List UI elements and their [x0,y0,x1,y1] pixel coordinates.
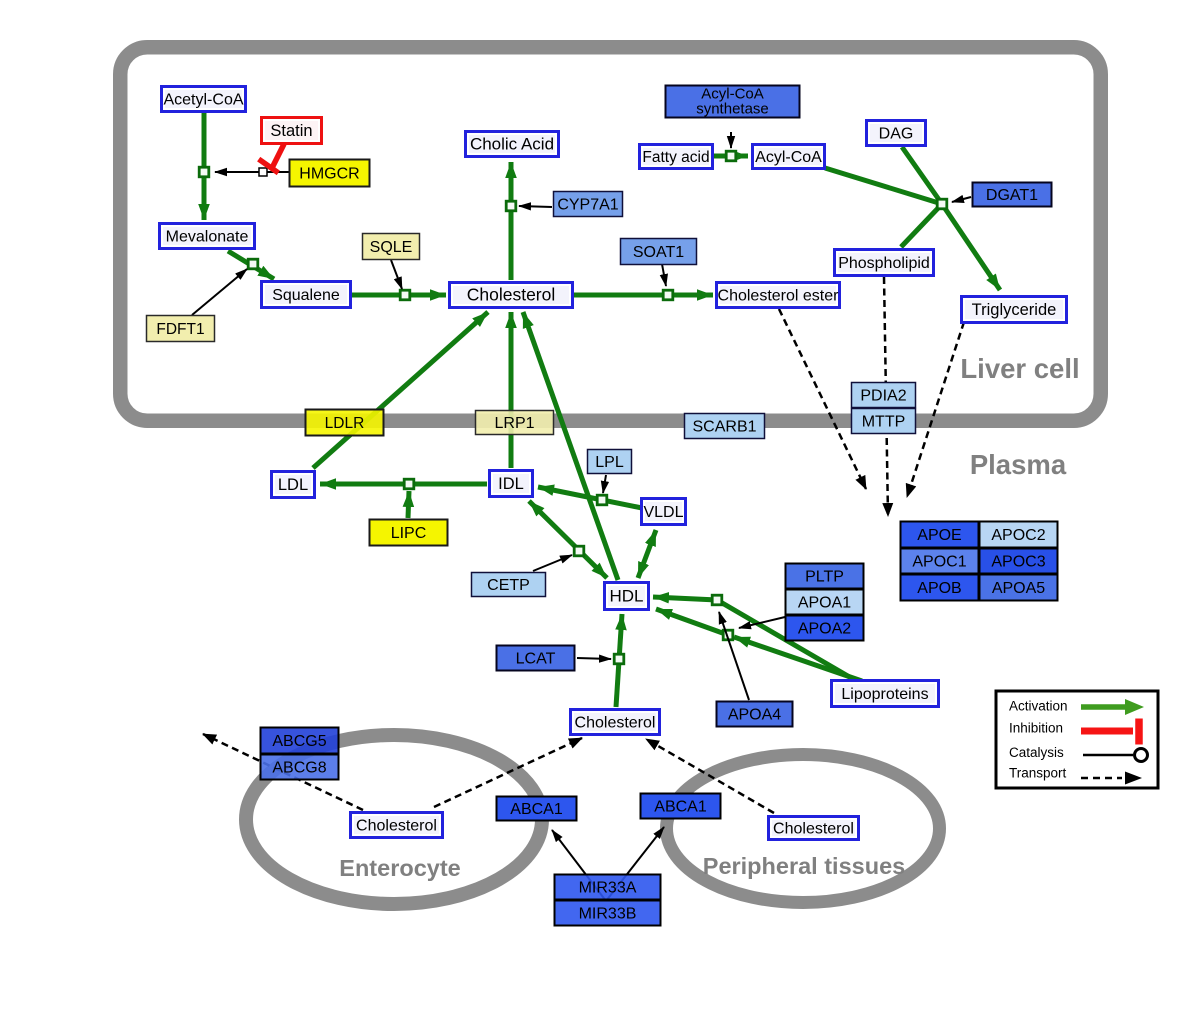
svg-text:MIR33B: MIR33B [579,906,637,923]
svg-text:LIPC: LIPC [391,525,427,542]
svg-text:ABCG5: ABCG5 [272,733,326,750]
svg-text:IDL: IDL [498,475,524,493]
svg-text:Inhibition: Inhibition [1009,721,1063,736]
svg-text:Peripheral tissues: Peripheral tissues [703,853,905,879]
svg-text:Cholic Acid: Cholic Acid [470,135,554,154]
svg-text:VLDL: VLDL [643,504,683,521]
svg-text:SCARB1: SCARB1 [692,419,756,436]
svg-text:ABCA1: ABCA1 [654,799,707,816]
svg-text:Liver cell: Liver cell [960,353,1079,384]
svg-text:SOAT1: SOAT1 [633,244,684,261]
svg-text:LCAT: LCAT [516,651,556,668]
svg-text:Triglyceride: Triglyceride [972,301,1057,319]
svg-text:Cholesterol: Cholesterol [356,818,437,835]
svg-text:Activation: Activation [1009,699,1068,714]
svg-text:ABCG8: ABCG8 [272,760,326,777]
svg-text:PDIA2: PDIA2 [860,388,906,405]
svg-text:LDL: LDL [278,476,308,494]
svg-text:Cholesterol ester: Cholesterol ester [718,288,840,305]
svg-text:synthetase: synthetase [696,101,769,118]
svg-text:APOC3: APOC3 [991,554,1045,571]
svg-text:APOA4: APOA4 [728,707,781,724]
svg-text:APOE: APOE [917,527,961,544]
svg-text:LPL: LPL [595,454,624,471]
svg-text:CETP: CETP [487,577,530,594]
svg-text:Acyl-CoA: Acyl-CoA [755,149,822,166]
svg-text:Mevalonate: Mevalonate [166,229,249,246]
svg-text:Transport: Transport [1009,766,1067,781]
svg-text:APOA1: APOA1 [798,595,851,612]
svg-text:MTTP: MTTP [862,414,906,431]
svg-text:Acetyl-CoA: Acetyl-CoA [163,92,243,109]
svg-text:APOC1: APOC1 [912,554,966,571]
svg-text:SQLE: SQLE [370,239,413,256]
svg-text:DAG: DAG [879,126,914,143]
svg-text:Squalene: Squalene [272,287,340,304]
svg-text:Phospholipid: Phospholipid [838,255,930,272]
svg-text:LRP1: LRP1 [494,415,534,432]
svg-text:APOA2: APOA2 [798,621,851,638]
svg-text:DGAT1: DGAT1 [986,187,1038,204]
svg-text:Catalysis: Catalysis [1009,745,1064,760]
svg-text:Statin: Statin [270,122,312,140]
svg-text:Enterocyte: Enterocyte [339,855,460,881]
svg-text:APOA5: APOA5 [992,580,1045,597]
svg-text:HMGCR: HMGCR [299,166,359,183]
svg-text:Acyl-CoA: Acyl-CoA [701,86,764,103]
svg-text:CYP7A1: CYP7A1 [557,197,618,214]
svg-text:Cholesterol: Cholesterol [575,715,656,732]
svg-text:FDFT1: FDFT1 [156,321,204,338]
svg-text:Fatty acid: Fatty acid [642,149,709,166]
svg-text:PLTP: PLTP [805,569,844,586]
svg-text:MIR33A: MIR33A [579,880,637,897]
svg-text:Cholesterol: Cholesterol [467,285,556,305]
svg-text:LDLR: LDLR [325,415,365,432]
svg-text:Cholesterol: Cholesterol [773,821,854,838]
svg-text:APOC2: APOC2 [991,527,1045,544]
svg-text:ABCA1: ABCA1 [510,801,563,818]
svg-text:Lipoproteins: Lipoproteins [841,686,928,703]
svg-text:Plasma: Plasma [970,449,1067,480]
svg-text:HDL: HDL [609,587,643,606]
svg-text:APOB: APOB [917,580,961,597]
